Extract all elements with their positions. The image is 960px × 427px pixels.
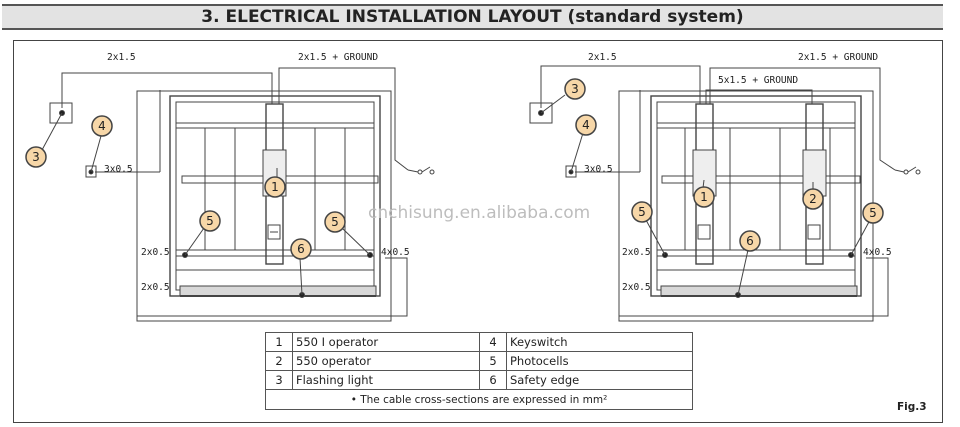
legend-row: 1 550 I operator 4 Keyswitch — [265, 332, 693, 352]
left-cable-key-label: 3x0.5 — [104, 164, 133, 175]
left-cable-edge-label: 2x0.5 — [141, 282, 170, 293]
right-keyswitch — [565, 165, 577, 178]
left-callout-5b: 5 — [331, 215, 339, 229]
right-callout-5b: 5 — [869, 206, 877, 220]
legend-num: 2 — [265, 351, 293, 371]
left-flashing-light — [49, 102, 73, 124]
right-cable-photo-left-label: 2x0.5 — [622, 247, 651, 258]
legend-text: 550 I operator — [292, 332, 480, 352]
legend-row: 2 550 operator 5 Photocells — [265, 351, 693, 371]
left-wiring-diagram: 3 4 1 5 5 6 2x1.5 2x1.5 + GROUND 3x0.5 2… — [25, 52, 435, 322]
legend-note: • The cable cross-sections are expressed… — [265, 389, 693, 410]
right-callout-1: 1 — [700, 190, 708, 204]
right-callout-5a: 5 — [638, 205, 646, 219]
legend-text: 550 operator — [292, 351, 480, 371]
right-callout-4: 4 — [582, 118, 590, 132]
legend-text: Photocells — [506, 351, 693, 371]
figure-label: Fig.3 — [897, 401, 927, 413]
right-wiring-diagram: 3 4 1 2 5 5 6 2x1.5 2x1.5 + GROUND 5x1.5… — [529, 52, 921, 322]
left-cable-photo-right-label: 4x0.5 — [381, 247, 410, 258]
legend-note-row: • The cable cross-sections are expressed… — [265, 389, 693, 410]
right-cable-flash-label: 2x1.5 — [588, 52, 617, 63]
section-title: 3. ELECTRICAL INSTALLATION LAYOUT (stand… — [201, 7, 744, 27]
legend-row: 3 Flashing light 6 Safety edge — [265, 370, 693, 390]
left-callout-4: 4 — [98, 119, 106, 133]
legend-num: 6 — [479, 370, 507, 390]
left-cable-main-label: 2x1.5 + GROUND — [298, 52, 378, 63]
legend-num: 4 — [479, 332, 507, 352]
left-cable-flash-label: 2x1.5 — [107, 52, 136, 63]
left-callout-1: 1 — [271, 180, 279, 194]
right-gate-structure — [618, 90, 889, 322]
right-cable-link-label: 5x1.5 + GROUND — [718, 75, 798, 86]
section-title-bar: 3. ELECTRICAL INSTALLATION LAYOUT (stand… — [2, 4, 943, 30]
left-callout-5a: 5 — [206, 214, 214, 228]
legend-num: 5 — [479, 351, 507, 371]
legend-text: Keyswitch — [506, 332, 693, 352]
left-gate-structure — [136, 90, 408, 322]
watermark-text: cnchisung.en.alibaba.com — [368, 203, 590, 223]
right-callout-6: 6 — [746, 234, 754, 248]
left-cable-photo-left-label: 2x0.5 — [141, 247, 170, 258]
left-wires — [61, 67, 435, 175]
left-callout-3: 3 — [32, 150, 40, 164]
left-callout-6: 6 — [297, 242, 305, 256]
legend-num: 1 — [265, 332, 293, 352]
legend-text: Safety edge — [506, 370, 693, 390]
right-cable-photo-right-label: 4x0.5 — [863, 247, 892, 258]
legend-text: Flashing light — [292, 370, 480, 390]
right-cable-key-label: 3x0.5 — [584, 164, 613, 175]
right-callout-3: 3 — [571, 82, 579, 96]
right-cable-main-label: 2x1.5 + GROUND — [798, 52, 878, 63]
right-operator-1 — [692, 103, 717, 265]
legend-num: 3 — [265, 370, 293, 390]
legend-table: 1 550 I operator 4 Keyswitch 2 550 opera… — [265, 332, 693, 410]
figure-frame — [13, 40, 943, 423]
right-cable-edge-label: 2x0.5 — [622, 282, 651, 293]
right-callout-2: 2 — [809, 192, 817, 206]
right-wires — [540, 65, 921, 175]
